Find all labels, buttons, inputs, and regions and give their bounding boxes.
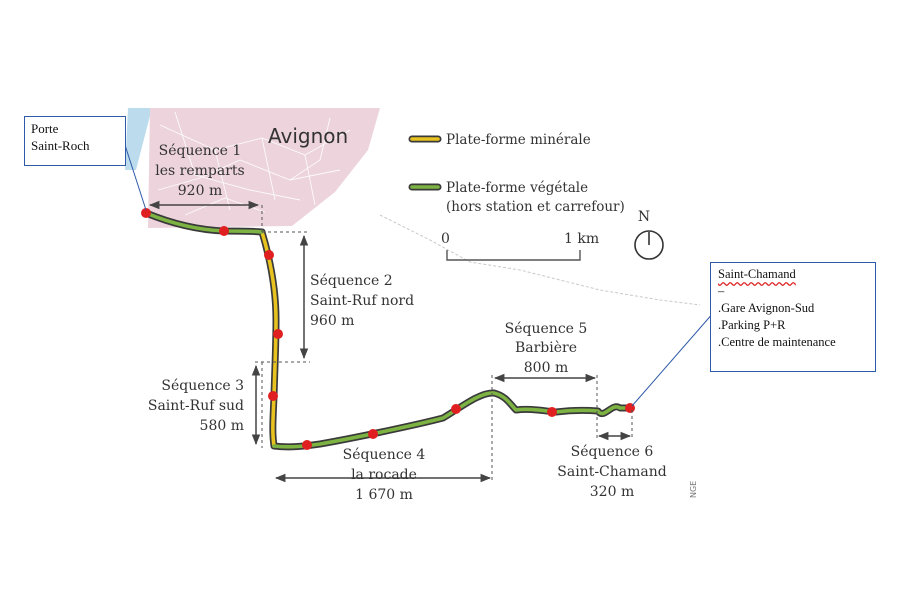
- legend-mineral-label: Plate-forme minérale: [446, 132, 591, 148]
- svg-text:la rocade: la rocade: [351, 467, 417, 483]
- sequence-1-label: Séquence 1 les remparts 920 m: [155, 143, 244, 199]
- sequence-3-label: Séquence 3 Saint-Ruf sud 580 m: [148, 378, 244, 434]
- station-marker[interactable]: [451, 404, 461, 414]
- station-marker[interactable]: [141, 208, 151, 218]
- svg-text:0: 0: [441, 231, 450, 247]
- station-marker[interactable]: [219, 226, 229, 236]
- start-callout-line2: Saint-Roch: [31, 138, 90, 153]
- svg-text:Séquence 2: Séquence 2: [310, 273, 393, 289]
- legend-vegetal-label: Plate-forme végétale: [446, 180, 588, 196]
- north-arrow: N: [634, 209, 664, 260]
- svg-text:N: N: [638, 209, 650, 225]
- svg-text:les remparts: les remparts: [155, 163, 244, 179]
- svg-text:Séquence 4: Séquence 4: [343, 447, 426, 463]
- end-callout-separator: –: [718, 284, 725, 298]
- svg-text:960 m: 960 m: [310, 313, 354, 329]
- svg-text:Saint-Ruf sud: Saint-Ruf sud: [148, 398, 244, 414]
- route-mineral: [260, 230, 278, 448]
- svg-text:Séquence 1: Séquence 1: [159, 143, 242, 159]
- svg-text:Saint-Chamand: Saint-Chamand: [557, 464, 667, 480]
- svg-text:800 m: 800 m: [524, 360, 568, 376]
- end-callout[interactable]: Saint-Chamand – .Gare Avignon-Sud .Parki…: [710, 262, 876, 372]
- end-callout-item: .Parking P+R: [718, 318, 786, 332]
- svg-text:320 m: 320 m: [590, 484, 634, 500]
- sequence-2-label: Séquence 2 Saint-Ruf nord 960 m: [310, 273, 414, 329]
- sequence-4-label: Séquence 4 la rocade 1 670 m: [343, 447, 426, 503]
- station-marker[interactable]: [547, 407, 557, 417]
- legend-vegetal-note: (hors station et carrefour): [446, 199, 625, 215]
- city-label: Avignon: [268, 124, 348, 148]
- station-marker[interactable]: [302, 440, 312, 450]
- river: [125, 108, 152, 170]
- map-credit: NGE: [689, 481, 698, 498]
- end-callout-item: .Gare Avignon-Sud: [718, 301, 815, 315]
- end-callout-title: Saint-Chamand: [718, 267, 796, 281]
- legend: Plate-forme minérale Plate-forme végétal…: [408, 132, 625, 215]
- start-callout-line1: Porte: [31, 121, 59, 136]
- start-callout-leader: [123, 141, 147, 211]
- svg-text:Séquence 3: Séquence 3: [161, 378, 244, 394]
- start-callout[interactable]: Porte Saint-Roch: [24, 116, 126, 166]
- svg-text:Barbière: Barbière: [515, 340, 577, 356]
- svg-text:1 km: 1 km: [564, 231, 599, 247]
- background-railway: [379, 214, 701, 306]
- station-marker[interactable]: [273, 329, 283, 339]
- sequence-guides: [255, 205, 633, 482]
- svg-text:920 m: 920 m: [178, 183, 222, 199]
- svg-text:580 m: 580 m: [200, 418, 244, 434]
- svg-text:1 670 m: 1 670 m: [355, 487, 413, 503]
- scale-bar: 0 1 km: [441, 231, 599, 261]
- svg-text:Séquence 6: Séquence 6: [571, 444, 654, 460]
- end-callout-item: .Centre de maintenance: [718, 335, 836, 349]
- sequence-5-label: Séquence 5 Barbière 800 m: [505, 321, 588, 376]
- dimension-arrows: [148, 200, 632, 483]
- stations: [141, 208, 635, 450]
- svg-text:Saint-Ruf nord: Saint-Ruf nord: [310, 293, 414, 309]
- sequence-6-label: Séquence 6 Saint-Chamand 320 m: [557, 444, 667, 500]
- end-callout-leader: [631, 311, 715, 407]
- station-marker[interactable]: [264, 250, 274, 260]
- station-marker[interactable]: [268, 391, 278, 401]
- svg-text:Séquence 5: Séquence 5: [505, 321, 588, 337]
- station-marker[interactable]: [368, 429, 378, 439]
- city-area: [148, 108, 380, 228]
